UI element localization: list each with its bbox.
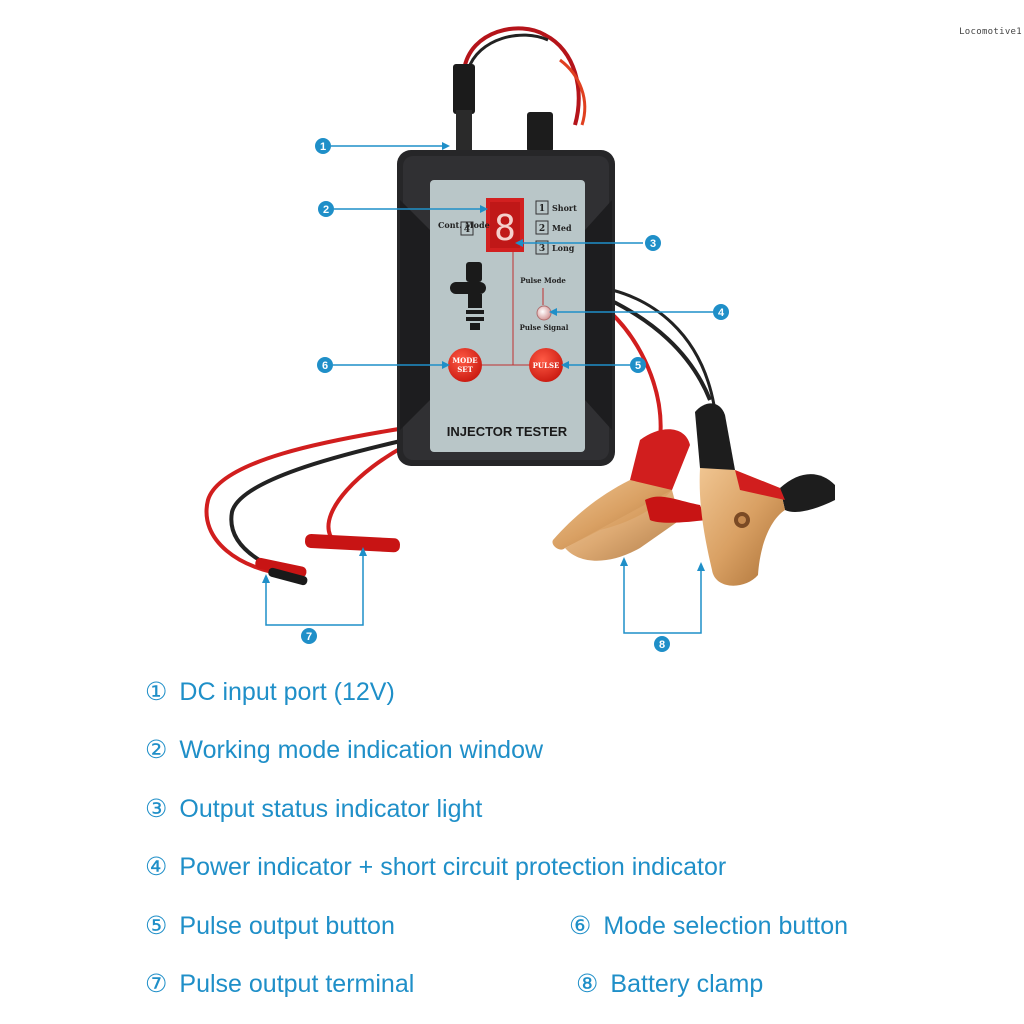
mode-set-button[interactable]: MODE SET xyxy=(448,348,482,382)
callout-badge-6: 6 xyxy=(317,357,333,373)
display-digit: 8 xyxy=(494,208,516,249)
svg-text:Long: Long xyxy=(552,243,575,253)
watermark: Locomotive1 xyxy=(959,27,1022,37)
legend-item-mode-button: ⑥ Mode selection button xyxy=(569,911,848,941)
legend-item-mode-window: ② Working mode indication window xyxy=(145,735,543,765)
cont-mode-label: Cont. Mode xyxy=(438,220,490,230)
legend-number: ⑤ xyxy=(145,912,168,940)
cont-mode-num: 4 xyxy=(464,225,470,235)
callout-badge-2: 2 xyxy=(318,201,334,217)
callout-badge-5: 5 xyxy=(630,357,646,373)
injector-tester-device: 8 Cont. Mode 4 1 Short 2 Med 3 Long Puls… xyxy=(397,150,615,466)
diagram: 8 Cont. Mode 4 1 Short 2 Med 3 Long Puls… xyxy=(204,26,835,652)
callout-arrowheads xyxy=(262,142,705,583)
svg-text:2: 2 xyxy=(323,204,329,216)
svg-text:Med: Med xyxy=(552,223,572,233)
legend-item-battery-clamp: ⑧ Battery clamp xyxy=(576,969,763,999)
callout-badge-8: 8 xyxy=(654,636,670,652)
legend-item-dc-input: ① DC input port (12V) xyxy=(145,677,395,707)
svg-text:8: 8 xyxy=(659,639,665,651)
svg-text:Short: Short xyxy=(552,203,577,213)
callout-badge-7: 7 xyxy=(301,628,317,644)
legend-text: Pulse output button xyxy=(179,912,395,940)
svg-text:3: 3 xyxy=(539,244,545,254)
legend-text: DC input port (12V) xyxy=(179,678,395,706)
mode-list: 1 Short 2 Med 3 Long xyxy=(535,200,577,255)
svg-text:1: 1 xyxy=(539,204,545,214)
svg-text:1: 1 xyxy=(320,141,326,153)
legend-text: Power indicator + short circuit protecti… xyxy=(179,853,727,881)
svg-text:2: 2 xyxy=(539,224,545,234)
svg-text:7: 7 xyxy=(306,631,312,643)
pulse-button[interactable]: PULSE xyxy=(529,348,563,382)
svg-text:PULSE: PULSE xyxy=(533,361,560,370)
legend-text: Battery clamp xyxy=(610,970,764,998)
legend-number: ⑦ xyxy=(145,970,168,998)
legend-text: Working mode indication window xyxy=(179,736,544,764)
legend-number: ① xyxy=(145,678,168,706)
pulse-signal-label: Pulse Signal xyxy=(520,323,569,332)
probe-wires xyxy=(204,426,406,586)
svg-text:4: 4 xyxy=(718,307,725,319)
legend-number: ② xyxy=(145,736,168,764)
legend-item-output-light: ③ Output status indicator light xyxy=(145,794,482,824)
callout-badge-1: 1 xyxy=(315,138,331,154)
callout-badge-4: 4 xyxy=(713,304,729,320)
svg-text:3: 3 xyxy=(650,238,656,250)
legend-number: ③ xyxy=(145,795,168,823)
legend-text: Pulse output terminal xyxy=(179,970,415,998)
pulse-mode-label: Pulse Mode xyxy=(520,276,566,285)
callout-badge-3: 3 xyxy=(645,235,661,251)
svg-text:5: 5 xyxy=(635,360,641,372)
legend-text: Output status indicator light xyxy=(179,795,483,823)
dc-input-cable xyxy=(453,26,587,152)
legend-number: ⑧ xyxy=(576,970,599,998)
battery-clamp-red xyxy=(552,429,706,561)
battery-clamp-black xyxy=(695,403,835,586)
legend-item-pulse-terminal: ⑦ Pulse output terminal xyxy=(145,969,414,999)
clamp-wires xyxy=(608,288,716,441)
svg-text:MODE: MODE xyxy=(452,356,477,365)
legend-number: ⑥ xyxy=(569,912,592,940)
legend-item-pulse-button: ⑤ Pulse output button xyxy=(145,911,395,941)
legend-item-power-indicator: ④ Power indicator + short circuit protect… xyxy=(145,852,726,882)
callout-lines xyxy=(265,145,713,634)
svg-text:6: 6 xyxy=(322,360,328,372)
pulse-signal-led xyxy=(536,305,552,321)
legend-number: ④ xyxy=(145,853,168,881)
device-title: INJECTOR TESTER xyxy=(447,424,568,439)
legend-text: Mode selection button xyxy=(603,912,849,940)
injector-icon xyxy=(450,262,486,330)
svg-text:SET: SET xyxy=(457,365,473,374)
